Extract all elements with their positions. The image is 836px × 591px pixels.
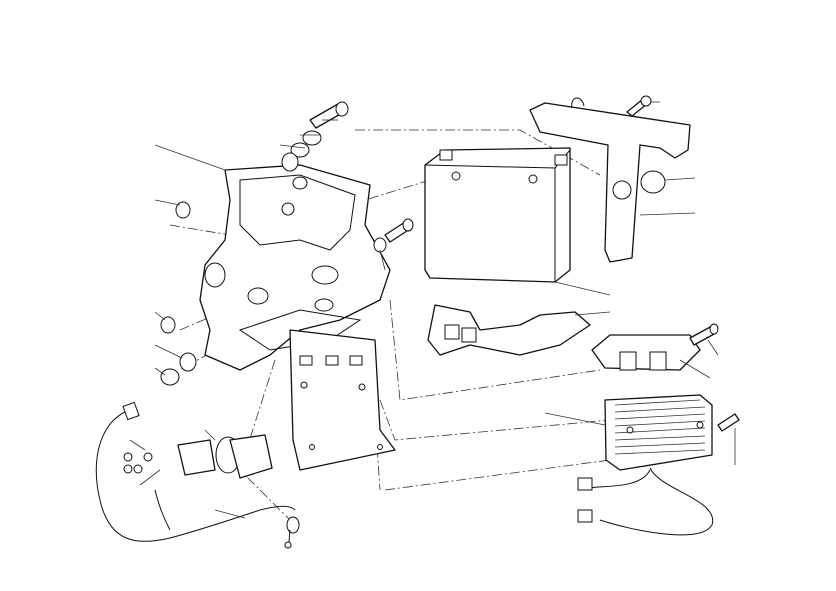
screw-washer-right (373, 218, 414, 271)
starter-relay (123, 429, 273, 486)
left-fasteners (154, 144, 226, 386)
fuse-connector-block (591, 323, 719, 379)
screw-and-spacers-top (279, 101, 349, 190)
mounting-plate (289, 329, 396, 471)
battery-strap (529, 95, 696, 263)
relay-holder (427, 304, 611, 356)
battery-cable (95, 401, 300, 549)
battery (424, 147, 611, 296)
voltage-regulator (544, 394, 740, 536)
battery-tray-bracket (199, 164, 391, 371)
